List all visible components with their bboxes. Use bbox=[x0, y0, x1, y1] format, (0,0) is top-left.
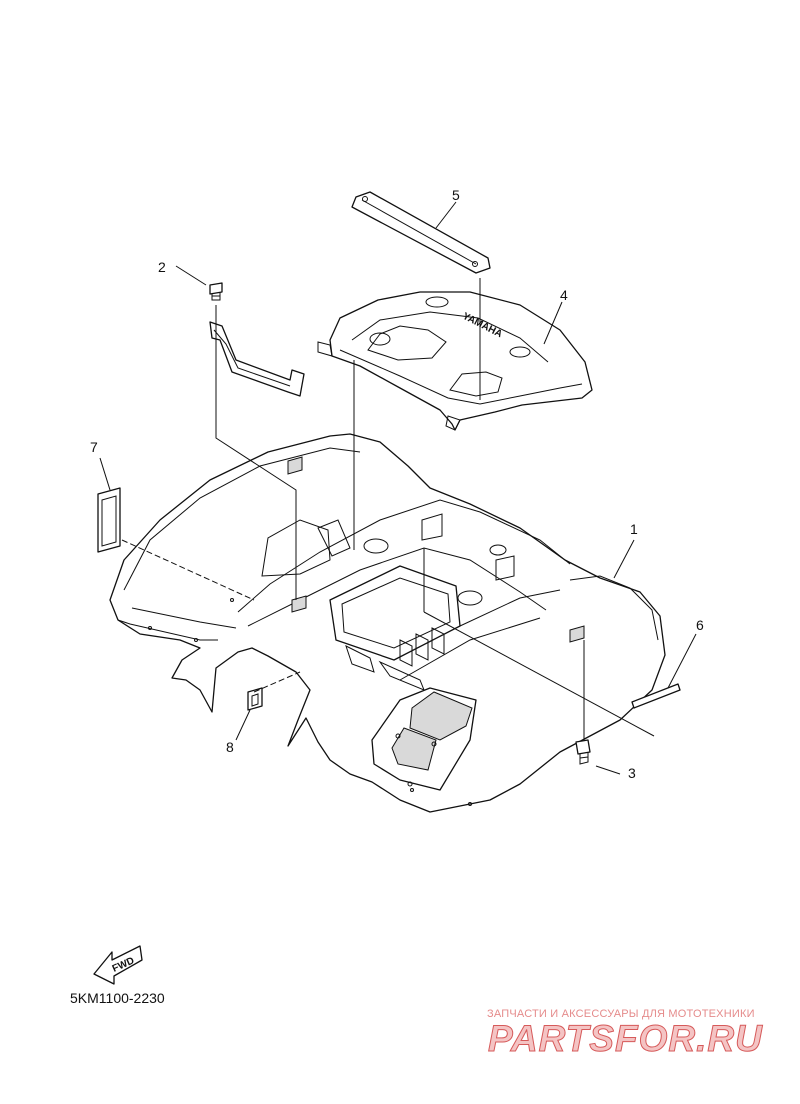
callout-1: 1 bbox=[630, 521, 638, 537]
leader-lines bbox=[99, 201, 697, 775]
part-2-bolt bbox=[209, 282, 223, 301]
callout-labels: 1 2 3 4 5 6 7 8 bbox=[90, 187, 704, 781]
part-bracket bbox=[209, 321, 305, 397]
callout-4: 4 bbox=[560, 287, 568, 303]
part-3-screw bbox=[575, 739, 591, 765]
watermark-tagline: ЗАПЧАСТИ И АКСЕССУАРЫ ДЛЯ МОТОТЕХНИКИ bbox=[487, 1008, 755, 1020]
callout-3: 3 bbox=[628, 765, 636, 781]
callout-5: 5 bbox=[452, 187, 460, 203]
callout-6: 6 bbox=[696, 617, 704, 633]
watermark-logo: PARTSFOR.RU bbox=[488, 1018, 763, 1060]
fwd-arrow: FWD bbox=[93, 945, 143, 985]
alignment-lines bbox=[121, 278, 655, 740]
part-4-rear-cover: YAMAHA bbox=[317, 291, 593, 431]
callout-2: 2 bbox=[158, 259, 166, 275]
part-6-trim-strip bbox=[631, 683, 681, 709]
callout-7: 7 bbox=[90, 439, 98, 455]
callout-8: 8 bbox=[226, 739, 234, 755]
part-5-carrier-bar bbox=[351, 191, 491, 274]
part-1-rear-fender bbox=[109, 433, 666, 813]
part-code: 5KM1100-2230 bbox=[70, 990, 165, 1006]
part-8-clip bbox=[247, 687, 263, 711]
part-7-reflector bbox=[97, 487, 121, 553]
